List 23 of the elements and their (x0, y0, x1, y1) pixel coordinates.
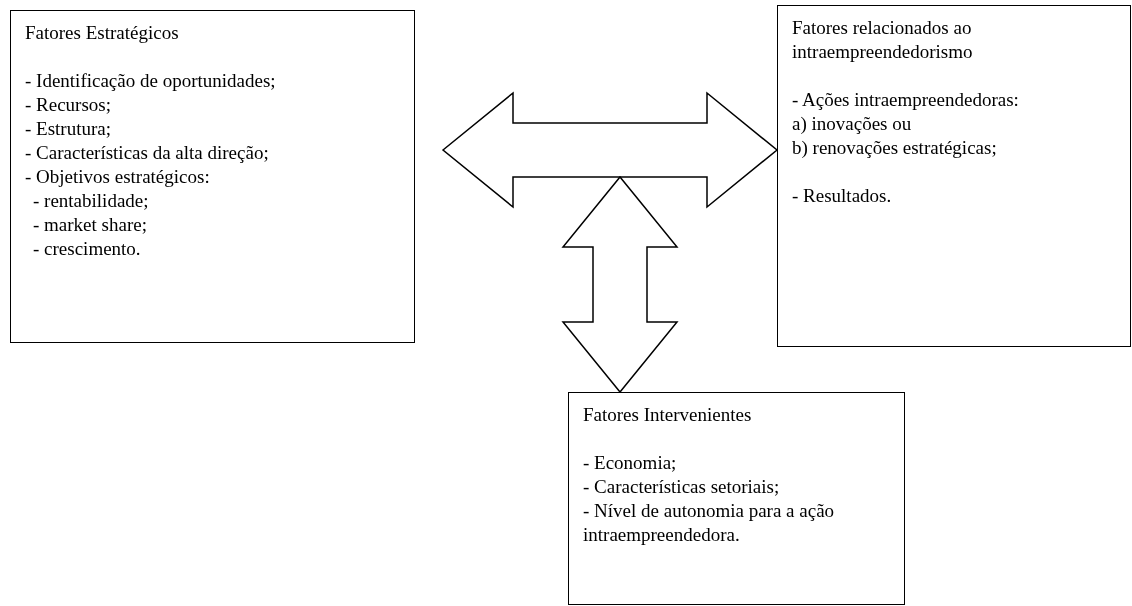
list-item: - Características setoriais; (583, 475, 780, 499)
list-item: - Recursos; (25, 93, 111, 117)
list-item: - Ações intraempreendedoras: (792, 88, 1019, 112)
list-item: - Economia; (583, 451, 677, 475)
list-item: - Estrutura; (25, 117, 111, 141)
box-heading: Fatores Intervenientes (583, 403, 752, 427)
box-heading: Fatores Estratégicos (25, 21, 179, 45)
list-item: - Identificação de oportunidades; (25, 69, 276, 93)
list-item: - rentabilidade; (32, 189, 149, 213)
box-heading: Fatores relacionados ao intraempreendedorismo (792, 16, 974, 64)
list-item: - market share; (32, 213, 147, 237)
list-item: a) inovações ou (792, 112, 912, 136)
text-box (568, 392, 905, 605)
double-block-arrow (561, 175, 679, 394)
list-item: - Objetivos estratégicos: (25, 165, 210, 189)
double-block-arrow (441, 91, 779, 209)
text-box (10, 10, 415, 343)
list-item: b) renovações estratégicas; (792, 136, 997, 160)
list-item: - Características da alta direção; (25, 141, 269, 165)
text-box (777, 5, 1131, 347)
list-item: - Nível de autonomia para a ação intraempreendedora. (583, 499, 836, 547)
list-item: - Resultados. (792, 184, 892, 208)
list-item: - crescimento. (32, 237, 141, 261)
